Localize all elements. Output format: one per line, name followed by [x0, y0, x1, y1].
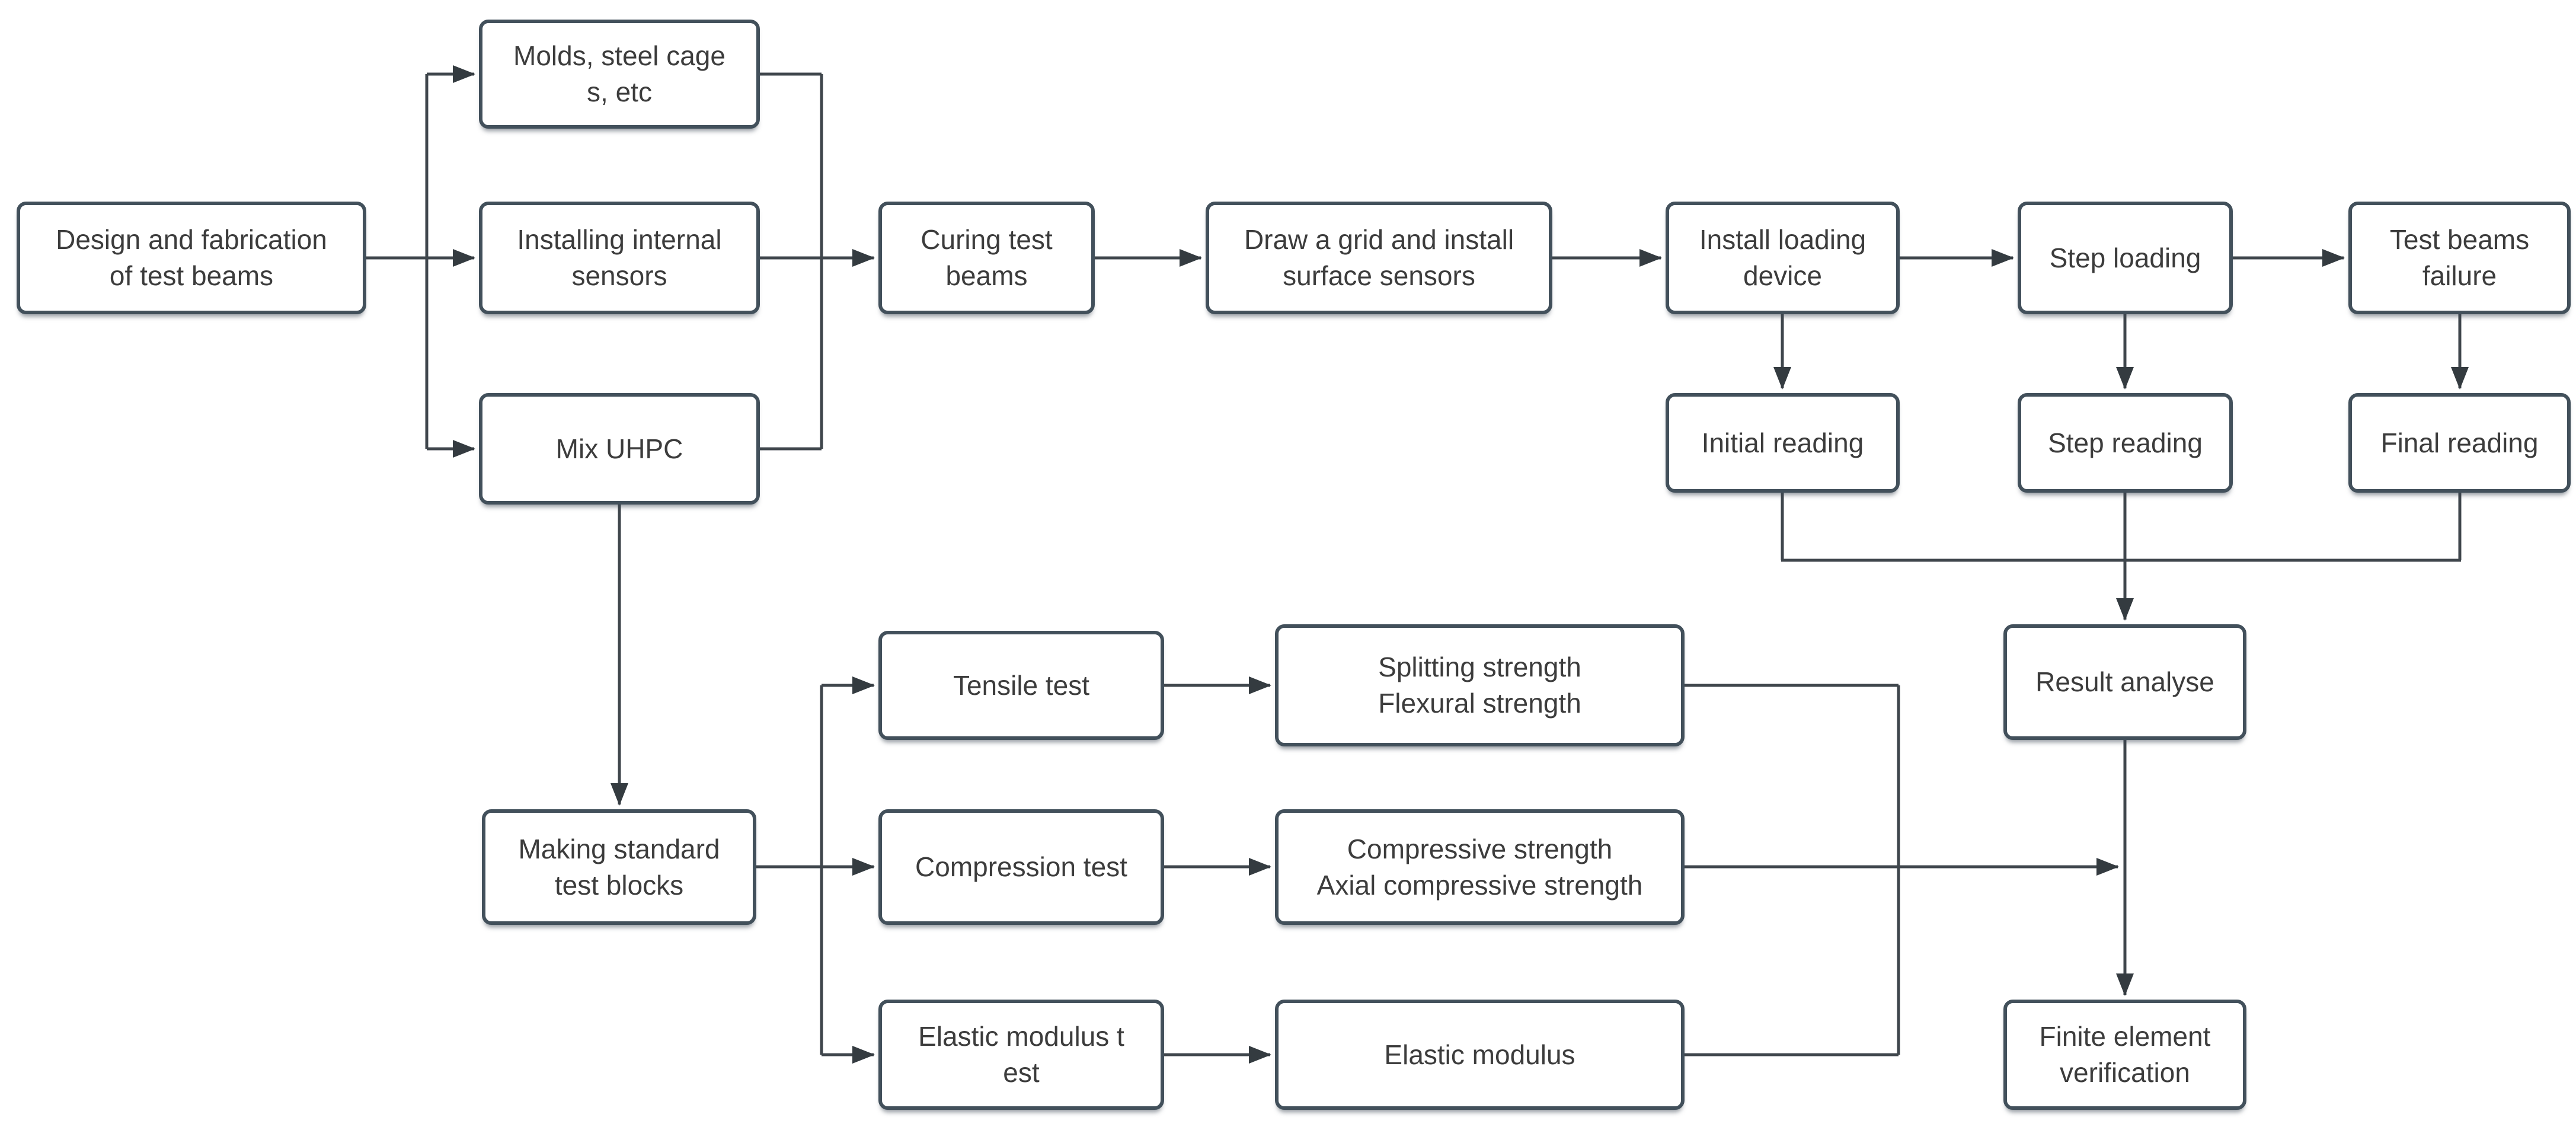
node-step-reading: Step reading — [2018, 393, 2233, 493]
node-elastic-modulus-test: Elastic modulus t est — [878, 1000, 1164, 1110]
node-splitting-flexural-strength: Splitting strength Flexural strength — [1275, 624, 1685, 746]
node-tensile-test: Tensile test — [878, 631, 1164, 740]
node-final-reading: Final reading — [2348, 393, 2571, 493]
node-compression-test: Compression test — [878, 809, 1164, 925]
node-design-and-fabrication-of-test-beams: Design and fabrication of test beams — [17, 202, 366, 314]
node-making-standard-test-blocks: Making standard test blocks — [482, 809, 756, 925]
node-initial-reading: Initial reading — [1666, 393, 1900, 493]
node-result-analyse: Result analyse — [2003, 624, 2246, 740]
node-elastic-modulus: Elastic modulus — [1275, 1000, 1685, 1110]
node-molds-steel-cages-etc: Molds, steel cage s, etc — [479, 20, 760, 129]
node-installing-internal-sensors: Installing internal sensors — [479, 202, 760, 314]
node-draw-grid-install-surface-sensors: Draw a grid and install surface sensors — [1206, 202, 1552, 314]
node-step-loading: Step loading — [2018, 202, 2233, 314]
node-test-beams-failure: Test beams failure — [2348, 202, 2571, 314]
node-compressive-axial-strength: Compressive strength Axial compressive s… — [1275, 809, 1685, 925]
node-finite-element-verification: Finite element verification — [2003, 1000, 2246, 1110]
node-curing-test-beams: Curing test beams — [878, 202, 1095, 314]
node-mix-uhpc: Mix UHPC — [479, 393, 760, 505]
node-install-loading-device: Install loading device — [1666, 202, 1900, 314]
